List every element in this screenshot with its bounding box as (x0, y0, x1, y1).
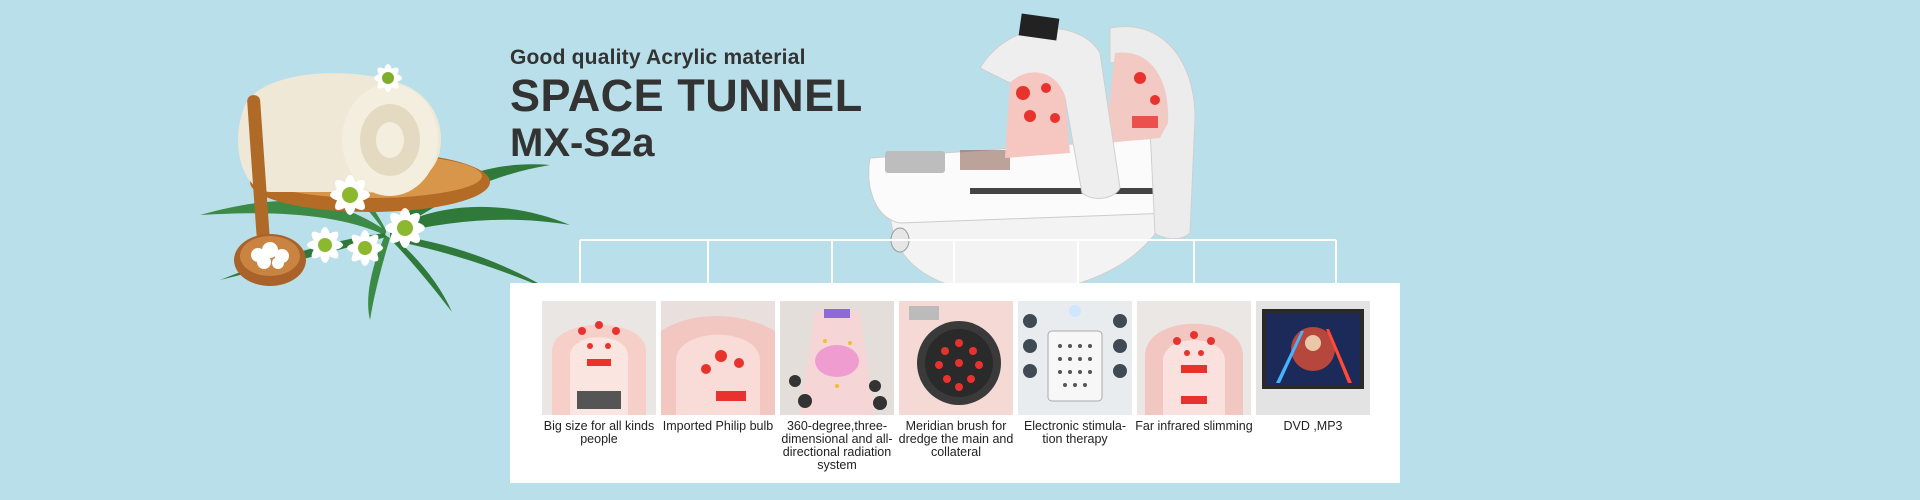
feature-list: Big size for all kinds people Imported P… (542, 301, 1370, 472)
headline-title-line2: MX-S2a (510, 121, 655, 165)
stimulation-thumb (1018, 301, 1132, 415)
meridian-brush-thumb (899, 301, 1013, 415)
feature-item-electronic-stimulation: Electronic stimula-tion therapy (1018, 301, 1132, 472)
feature-caption: Big size for all kinds people (543, 419, 655, 446)
bulb-thumb (661, 301, 775, 415)
feature-caption: DVD ,MP3 (1283, 419, 1343, 433)
spa-capsule-icon (868, 13, 1196, 294)
capsule-interior-thumb (542, 301, 656, 415)
feature-caption: Imported Philip bulb (662, 419, 774, 433)
radiation-thumb (780, 301, 894, 415)
feature-caption: Meridian brush for dredge the main and c… (898, 419, 1014, 459)
feature-caption: Electronic stimula-tion therapy (1023, 419, 1127, 446)
feature-panel: Big size for all kinds people Imported P… (510, 283, 1400, 483)
feature-caption: Far infrared slimming (1135, 419, 1253, 433)
feature-item-far-infrared: Far infrared slimming (1135, 301, 1253, 472)
feature-caption: 360-degree,three-dimensional and all-dir… (781, 419, 893, 472)
led-lights (1016, 72, 1160, 123)
headline-title-line1: SPACE TUNNEL (510, 70, 863, 121)
feature-item-big-size: Big size for all kinds people (542, 301, 656, 472)
feature-connectors (579, 239, 1337, 283)
wooden-spoon-icon (234, 95, 306, 286)
feature-item-radiation: 360-degree,three-dimensional and all-dir… (780, 301, 894, 472)
headline: Good quality Acrylic material SPACE TUNN… (510, 46, 863, 166)
feature-item-philip-bulb: Imported Philip bulb (661, 301, 775, 472)
towel-icon (238, 73, 441, 196)
feature-item-dvd-mp3: DVD ,MP3 (1256, 301, 1370, 472)
spa-decoration (200, 64, 570, 320)
daisy-flower-icon (307, 64, 425, 266)
dvd-screen-thumb (1256, 301, 1370, 415)
far-infrared-thumb (1137, 301, 1251, 415)
headline-subtitle: Good quality Acrylic material (510, 46, 806, 69)
feature-item-meridian-brush: Meridian brush for dredge the main and c… (899, 301, 1013, 472)
